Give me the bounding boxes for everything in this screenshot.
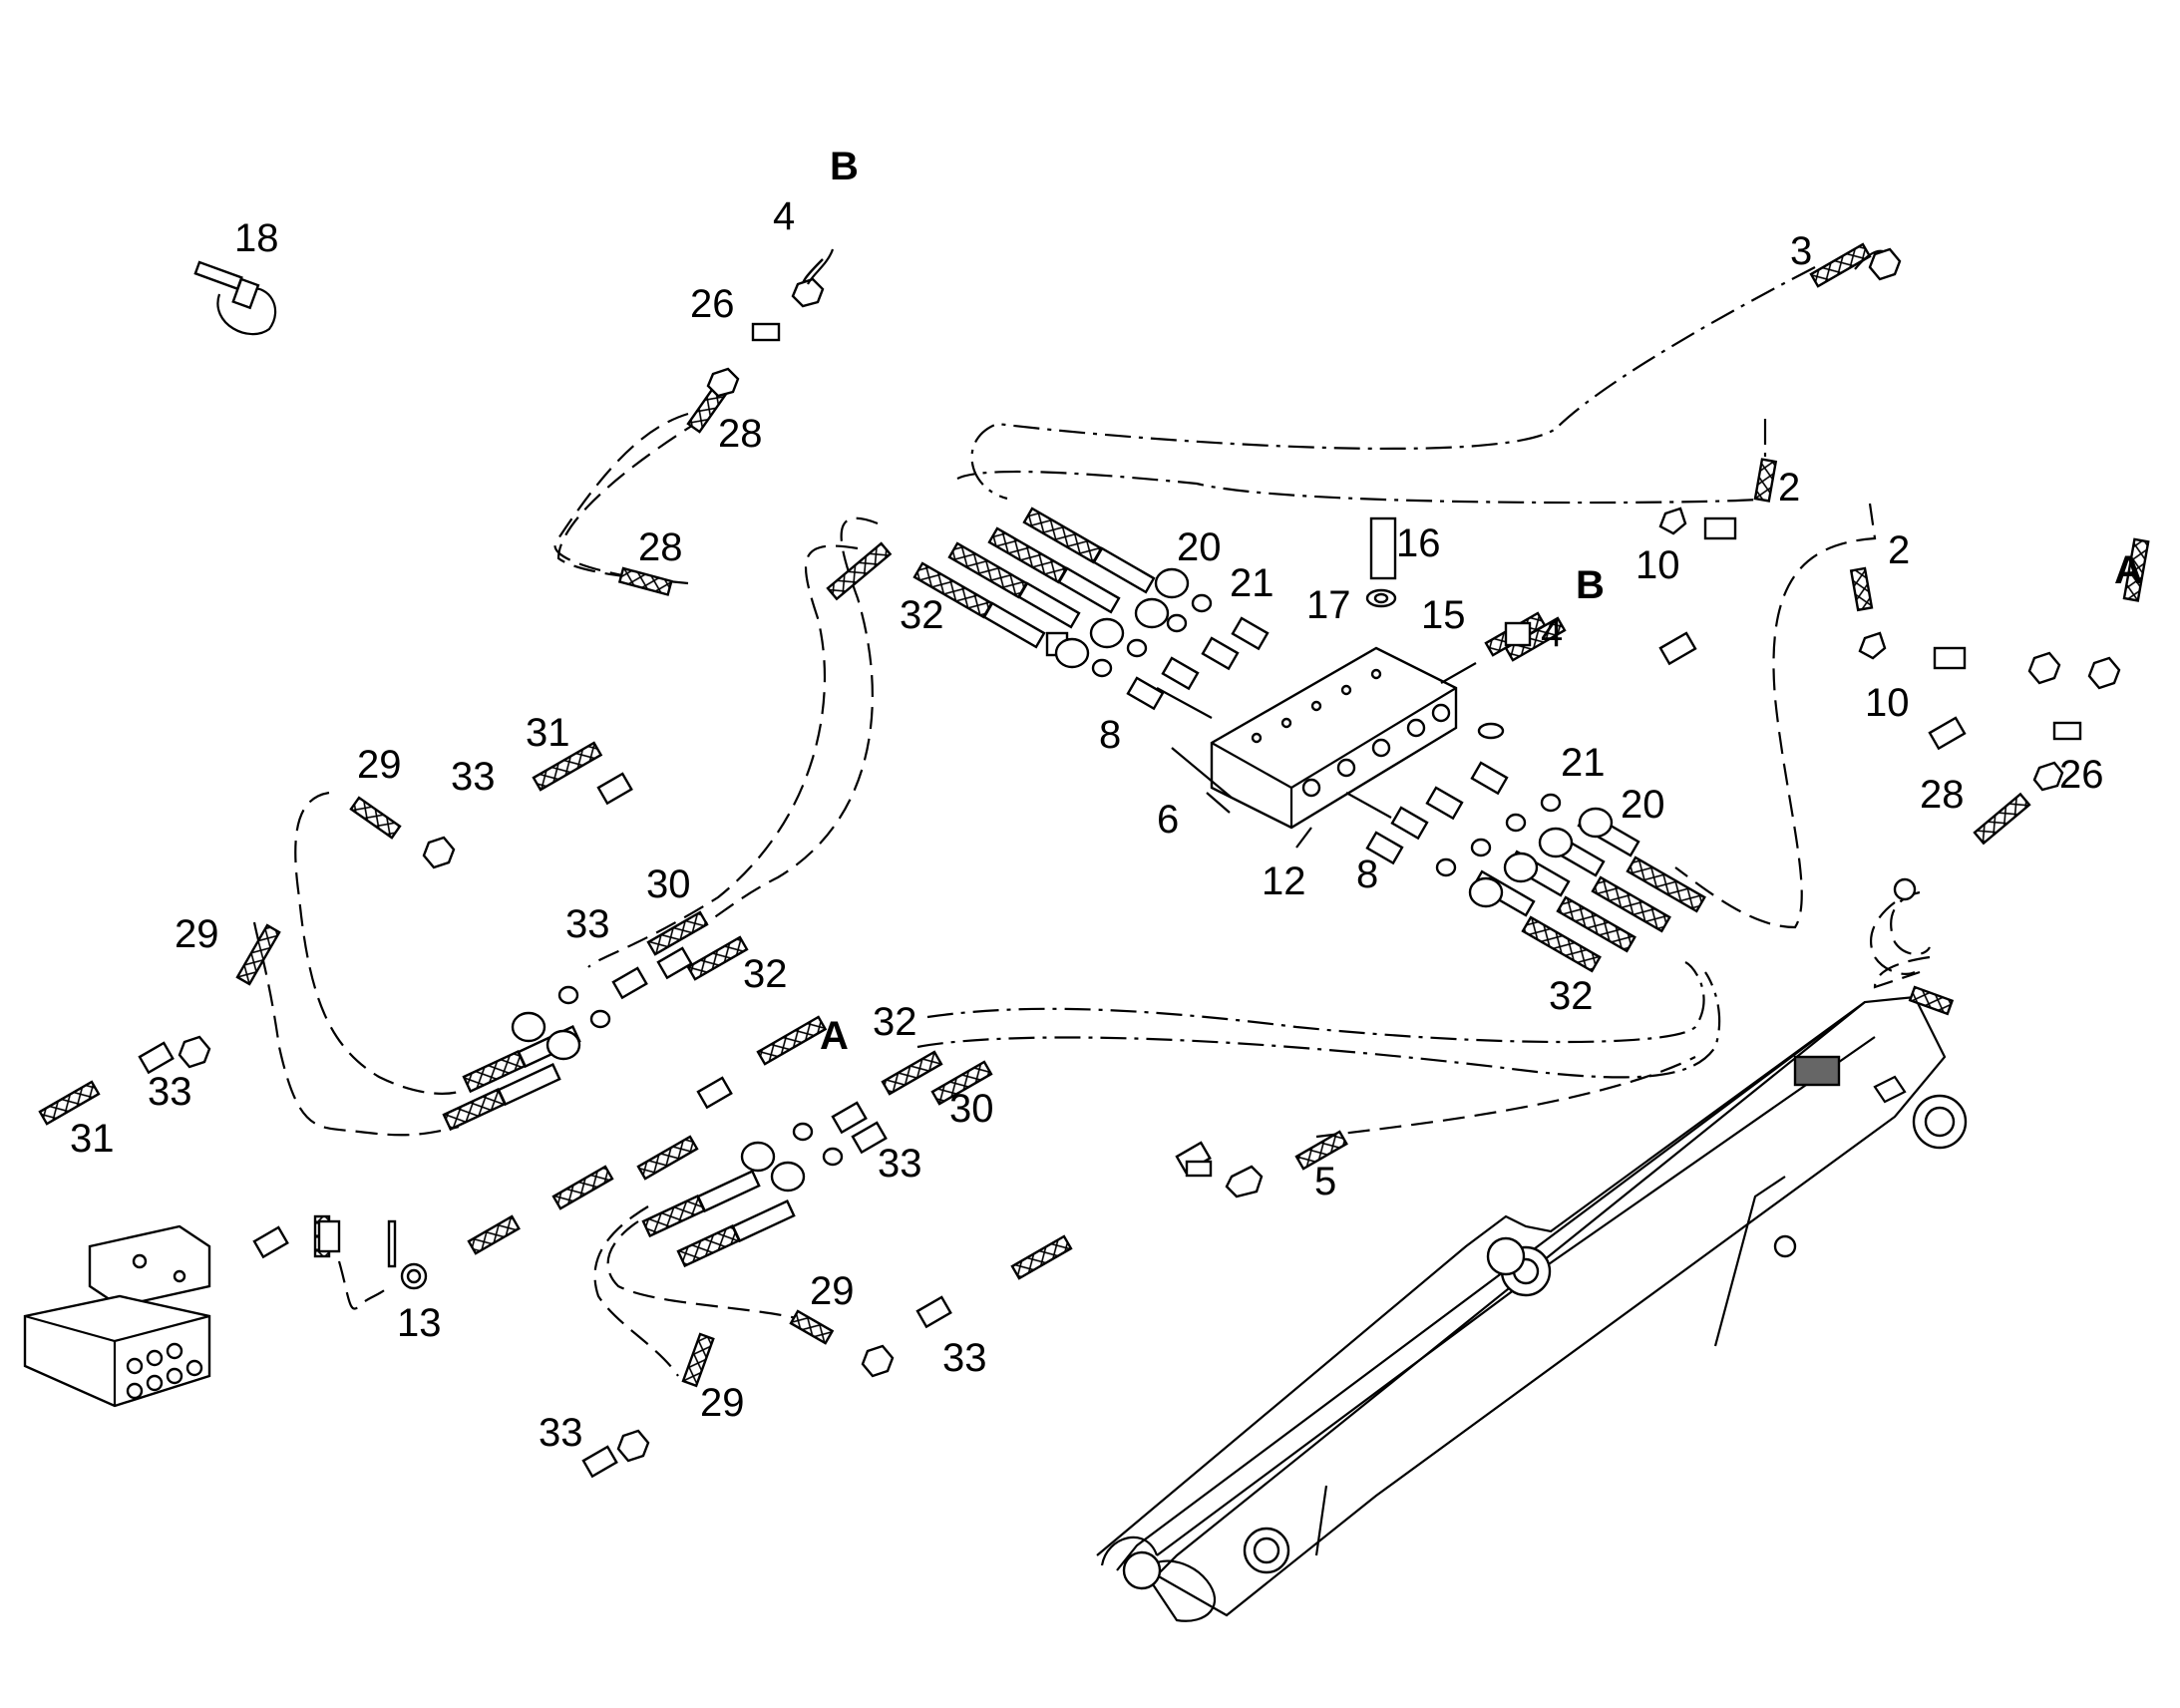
callout-6: 6: [1157, 798, 1179, 842]
callout-A-left: A: [820, 1014, 849, 1058]
callout-32-c: 32: [743, 952, 788, 996]
leader-lines: [1156, 662, 1477, 849]
callout-16: 16: [1396, 521, 1441, 565]
callout-12: 12: [1262, 859, 1306, 903]
callout-32-d: 32: [873, 1000, 917, 1044]
boom-arm: [1096, 995, 1968, 1622]
callout-33-f: 33: [539, 1411, 583, 1455]
callout-21-a: 21: [1230, 561, 1274, 605]
callout-28-b: 28: [638, 525, 683, 569]
callout-31-b: 31: [70, 1117, 115, 1161]
callout-B-top: B: [830, 145, 859, 188]
callout-28-c: 28: [1920, 773, 1965, 817]
callout-15: 15: [1421, 593, 1466, 637]
callout-33-d: 33: [878, 1142, 922, 1186]
callout-A-right: A: [2114, 548, 2143, 592]
callout-26-b: 26: [2059, 753, 2104, 797]
callout-17: 17: [1306, 583, 1351, 627]
callout-21-b: 21: [1561, 741, 1606, 785]
callout-33-e: 33: [942, 1336, 987, 1380]
callout-29-d: 29: [700, 1381, 745, 1425]
callout-10-b: 10: [1865, 681, 1910, 725]
callout-2-a: 2: [1778, 466, 1800, 510]
callout-26-a: 26: [690, 282, 735, 326]
hose-segments: [38, 242, 2150, 1388]
callout-28-a: 28: [718, 412, 763, 456]
callout-30-a: 30: [646, 862, 691, 906]
callout-33-b: 33: [565, 902, 610, 946]
callout-4-a: 4: [773, 194, 795, 238]
callout-labels: 18 B 4 26 28 28 3 2 2 16 20 21 17 15 B 4…: [70, 145, 2143, 1455]
callout-20-b: 20: [1621, 783, 1665, 827]
callout-29-b: 29: [175, 912, 219, 956]
manifold-block: [23, 1224, 211, 1408]
callout-8-b: 8: [1356, 853, 1378, 896]
callout-8-a: 8: [1099, 713, 1121, 757]
callout-3: 3: [1790, 229, 1812, 273]
fittings: [138, 247, 2121, 1479]
callout-30-b: 30: [949, 1087, 994, 1131]
hose-routes: [252, 266, 1931, 1377]
callout-13: 13: [397, 1301, 442, 1345]
callout-32-a: 32: [900, 593, 944, 637]
callout-33-c: 33: [148, 1070, 192, 1114]
callout-29-c: 29: [810, 1269, 855, 1313]
callout-20-a: 20: [1177, 525, 1222, 569]
callout-29-a: 29: [357, 743, 402, 787]
callout-2-b: 2: [1888, 528, 1910, 572]
callout-B-mid: B: [1576, 563, 1605, 607]
callout-31-a: 31: [526, 711, 570, 755]
callout-32-b: 32: [1549, 974, 1594, 1018]
callout-5: 5: [1314, 1160, 1336, 1203]
callout-18: 18: [234, 216, 279, 260]
callout-4-b: 4: [1541, 611, 1563, 655]
callout-33-a: 33: [451, 755, 496, 799]
callout-10-a: 10: [1635, 543, 1680, 587]
valve-block: [1210, 646, 1458, 830]
